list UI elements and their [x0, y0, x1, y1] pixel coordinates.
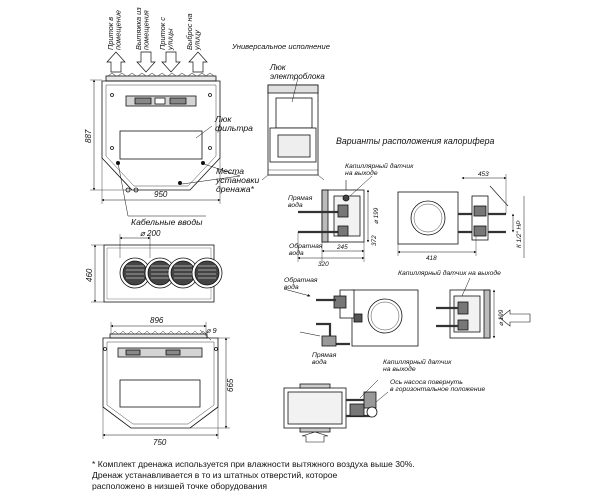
- svg-text:⌀ 9: ⌀ 9: [206, 326, 217, 335]
- footnote: * Комплект дренажа используется при влаж…: [92, 459, 592, 492]
- svg-text:750: 750: [153, 438, 167, 447]
- footnote-line-2: Дренаж устанавливается в то из штатных о…: [92, 470, 338, 480]
- unit-rear-view: [102, 322, 230, 439]
- svg-text:372: 372: [371, 235, 378, 246]
- heater-variant-3: [283, 379, 389, 443]
- svg-text:320: 320: [318, 261, 329, 268]
- variants-title: Варианты расположения калорифера: [336, 136, 495, 146]
- airflow-arrows: [106, 51, 208, 73]
- duct-collars: [119, 257, 223, 289]
- svg-text:Приток впомещение: Приток впомещение: [106, 10, 123, 50]
- svg-text:665: 665: [226, 378, 235, 392]
- heater-variant-1-side: [297, 175, 373, 262]
- svg-text:⌀ 199: ⌀ 199: [373, 207, 380, 224]
- cable-inputs-label: Кабельные вводы: [131, 217, 203, 227]
- airflow-labels: Приток впомещение Вытяжка изпомещения Пр…: [106, 7, 202, 51]
- unit-duct-view: [91, 234, 223, 303]
- svg-text:950: 950: [154, 190, 168, 199]
- svg-text:Приток сулицы: Приток сулицы: [158, 17, 175, 51]
- universal-label: Универсальное исполнение: [231, 42, 330, 51]
- unit-front-view: [90, 51, 241, 217]
- svg-text:896: 896: [150, 316, 164, 325]
- svg-text:К 1/2" НР: К 1/2" НР: [516, 220, 523, 248]
- heater-variant-1-front: [397, 174, 525, 258]
- svg-text:Вытяжка изпомещения: Вытяжка изпомещения: [134, 7, 151, 50]
- capillary-sensor-2-label: Капиллярный датчик на выходе: [398, 269, 501, 277]
- unit-side-view: [261, 77, 325, 181]
- svg-text:Выброс наулицу: Выброс наулицу: [185, 13, 202, 51]
- svg-text:453: 453: [478, 171, 489, 178]
- footnote-line-1: * Комплект дренажа используется при влаж…: [92, 459, 415, 469]
- footnote-line-3: расположено в низшей точке оборудования: [92, 481, 267, 491]
- heater-variant-2: [283, 277, 531, 347]
- dimension-labels: 887 950 ⌀ 200 460 896 ⌀ 9 665 750 ⌀ 199 …: [84, 129, 523, 447]
- svg-text:⌀ 200: ⌀ 200: [140, 229, 161, 238]
- svg-text:418: 418: [426, 255, 437, 262]
- svg-text:245: 245: [336, 244, 348, 251]
- svg-text:⌀ 199: ⌀ 199: [498, 309, 505, 326]
- svg-text:460: 460: [85, 268, 94, 282]
- svg-text:887: 887: [84, 129, 93, 143]
